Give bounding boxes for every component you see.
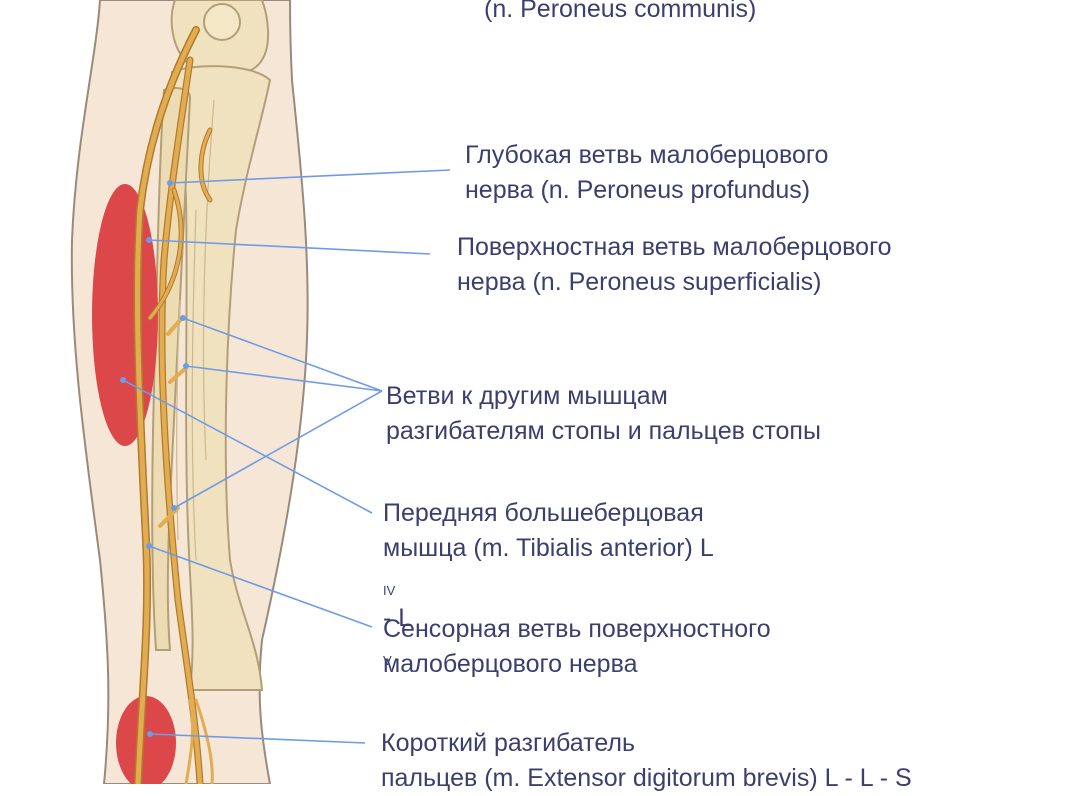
label-tibialis-anterior-sep: - L bbox=[383, 604, 413, 632]
label-tibialis-anterior-line1: Передняя большеберцовая bbox=[383, 499, 704, 527]
label-tibialis-anterior-line2: мышца (m. Tibialis anterior) L IV - L V bbox=[383, 531, 714, 671]
label-tibialis-anterior-sub2: V bbox=[383, 653, 392, 668]
label-deep-branch: Глубокая ветвь малоберцового нерва (n. P… bbox=[465, 138, 828, 208]
label-extensor-digitorum-brevis: Короткий разгибатель пальцев (m. Extenso… bbox=[381, 726, 912, 796]
label-common-peroneal-line2: (n. Peroneus communis) bbox=[484, 0, 757, 23]
label-common-peroneal: (n. Peroneus communis) bbox=[484, 0, 756, 27]
label-superficial-branch-line1: Поверхностная ветвь малоберцового bbox=[457, 233, 892, 261]
tibia-bone bbox=[170, 65, 272, 691]
pointer-dots bbox=[120, 180, 189, 737]
label-superficial-branch-line2: нерва (n. Peroneus superficialis) bbox=[457, 268, 822, 296]
label-muscle-branches: Ветви к другим мышцам разгибателям стопы… bbox=[386, 379, 821, 449]
label-tibialis-anterior-sub1: IV bbox=[383, 583, 396, 598]
label-sensory-branch-line2: малоберцового нерва bbox=[383, 650, 638, 678]
label-extensor-digitorum-brevis-line1: Короткий разгибатель bbox=[381, 729, 636, 757]
tibialis-anterior-muscle bbox=[92, 184, 158, 446]
label-deep-branch-line2: нерва (n. Peroneus profundus) bbox=[465, 176, 811, 204]
pointer-lines bbox=[122, 169, 451, 744]
label-deep-branch-line1: Глубокая ветвь малоберцового bbox=[465, 141, 829, 169]
label-superficial-branch: Поверхностная ветвь малоберцового нерва … bbox=[457, 230, 892, 300]
label-muscle-branches-line1: Ветви к другим мышцам bbox=[386, 382, 668, 410]
label-sensory-branch-line1: Сенсорная ветвь поверхностного bbox=[383, 615, 771, 643]
extensor-digitorum-brevis-muscle bbox=[116, 696, 176, 784]
patella bbox=[203, 3, 241, 41]
label-tibialis-anterior-line2-text: мышца (m. Tibialis anterior) L bbox=[383, 534, 714, 562]
label-extensor-digitorum-brevis-line2: пальцев (m. Extensor digitorum brevis) L… bbox=[381, 764, 912, 792]
label-tibialis-anterior: Передняя большеберцовая мышца (m. Tibial… bbox=[383, 496, 714, 671]
peroneal-nerves bbox=[133, 26, 214, 784]
label-sensory-branch: Сенсорная ветвь поверхностного малоберцо… bbox=[383, 612, 771, 682]
label-muscle-branches-line2: разгибателям стопы и пальцев стопы bbox=[386, 417, 821, 445]
